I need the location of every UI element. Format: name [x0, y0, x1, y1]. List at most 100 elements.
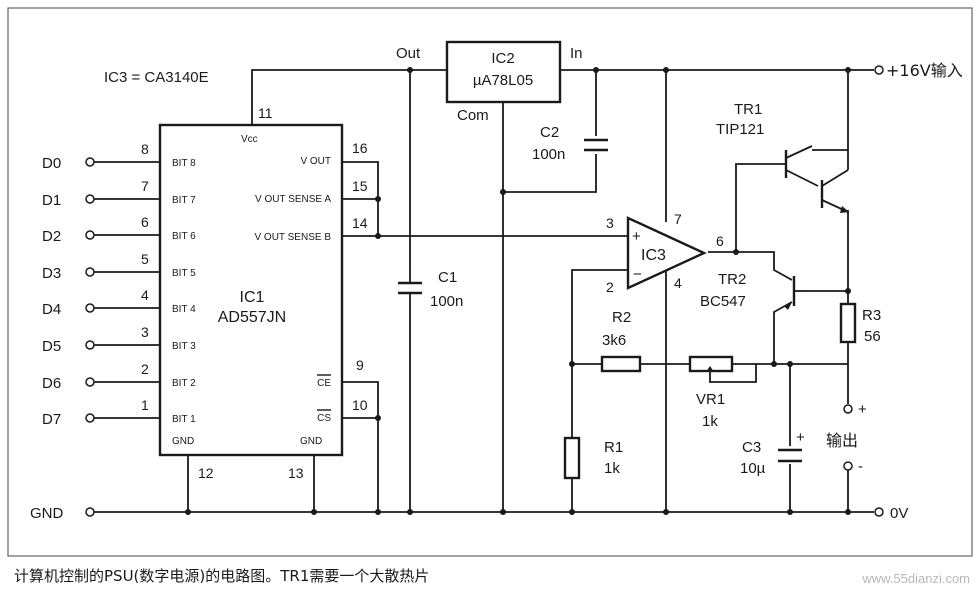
c1-value: 100n [430, 293, 463, 310]
ic1-pin-name: BIT 3 [172, 341, 196, 352]
c3-name: C3 [742, 439, 761, 456]
ic1-pin-num-15: 15 [352, 178, 368, 194]
ic1-pin-name: BIT 1 [172, 414, 196, 425]
r2-body [600, 355, 642, 373]
r2-value: 3k6 [602, 332, 626, 349]
junction [375, 233, 381, 239]
out-plus-label: + [858, 401, 867, 418]
input-terminal [85, 194, 95, 204]
wire-ic3-minus [571, 269, 628, 438]
input-terminal [85, 377, 95, 387]
ic1-pin-number: 4 [141, 287, 149, 303]
ic1-pin-num-16: 16 [352, 140, 368, 156]
junction [845, 67, 851, 73]
input-label: D2 [42, 228, 61, 245]
out-label: 输出 [826, 431, 858, 450]
input-terminal [85, 157, 95, 167]
junction [569, 361, 575, 367]
ic2-body [445, 40, 562, 104]
ic2-name: IC2 [491, 50, 514, 67]
ic3-plus-sign: + [632, 228, 641, 245]
ic3-pin-4: 4 [674, 275, 682, 291]
ic1-pin-number: 6 [141, 214, 149, 230]
ic1-gnd-label-left: GND [172, 436, 194, 447]
ic2-part: µA78L05 [473, 72, 533, 89]
r1-name: R1 [604, 439, 623, 456]
wire-pin9 [342, 381, 379, 512]
junction [771, 361, 777, 367]
ic2-regulator: IC2 µA78L05 Out In Com [396, 40, 583, 124]
ic1-part: AD557JN [218, 309, 286, 326]
c2-value: 100n [532, 146, 565, 163]
ic1-pin-name: BIT 8 [172, 158, 196, 169]
ic1-pin-number: 1 [141, 397, 149, 413]
input-terminal [85, 230, 95, 240]
junction [845, 509, 851, 515]
tr1-part: TIP121 [716, 121, 764, 138]
r2-name: R2 [612, 309, 631, 326]
junction [375, 415, 381, 421]
wire-vcc [251, 69, 447, 125]
terminal-out-plus [843, 404, 853, 414]
input-label: D7 [42, 411, 61, 428]
terminal-out-minus [843, 461, 853, 471]
r3-name: R3 [862, 307, 881, 324]
ic1-vcc-label: Vcc [241, 134, 258, 145]
wire-tr2-emitter [773, 301, 793, 364]
terminals: +16V输入 + 输出 - 0V GND [30, 61, 963, 522]
junction [663, 509, 669, 515]
ic3-pin-2: 2 [606, 279, 614, 295]
ic1-pin-number: 8 [141, 141, 149, 157]
capacitor-c2: C2 100n [532, 124, 608, 163]
junctions [185, 67, 851, 515]
r3-value: 56 [864, 328, 881, 345]
transistor-tr2: TR2 BC547 [700, 271, 806, 310]
input-label: D1 [42, 192, 61, 209]
figure-caption: 计算机控制的PSU(数字电源)的电路图。TR1需要一个大散热片 [14, 567, 430, 585]
terminal-vin [874, 65, 884, 75]
ic1-pin-number: 7 [141, 178, 149, 194]
resistor-r3: R3 56 [839, 302, 881, 345]
ic1-pin-num-14: 14 [352, 215, 368, 231]
c1-name: C1 [438, 269, 457, 286]
junction [500, 189, 506, 195]
junction [845, 288, 851, 294]
resistor-r1: R1 1k [563, 436, 623, 480]
junction [375, 196, 381, 202]
ic2-com-label: Com [457, 107, 489, 124]
ic2-in-label: In [570, 45, 583, 62]
ic1-pin-name: BIT 6 [172, 231, 196, 242]
ic1-pin-name: BIT 2 [172, 378, 196, 389]
junction [733, 249, 739, 255]
junction [500, 509, 506, 515]
ic1-gnd-label-right: GND [300, 436, 322, 447]
zero-v-label: 0V [890, 505, 908, 522]
tr1-emitter-arrow [840, 206, 849, 213]
resistor-r2: R2 3k6 [600, 309, 642, 373]
ic1-pin-name: BIT 5 [172, 268, 196, 279]
ic1-pin-name-ce: CE [317, 378, 331, 389]
ic1-body [158, 123, 344, 457]
vin-label: +16V输入 [886, 61, 963, 80]
ic3-pin-6: 6 [716, 233, 724, 249]
input-terminal [85, 267, 95, 277]
wire-vr1-wiper [709, 364, 757, 383]
diagram-frame [7, 7, 973, 557]
ic1-pin-name: BIT 7 [172, 195, 196, 206]
input-label: D3 [42, 265, 61, 282]
ic1-pin-number: 3 [141, 324, 149, 340]
ic3-equivalence-note: IC3 = CA3140E [104, 69, 209, 86]
input-label: D4 [42, 301, 61, 318]
vr1-wiper-arrow [706, 366, 714, 372]
c3-value: 10µ [740, 460, 766, 477]
c3-plus: + [796, 429, 805, 446]
tr2-emitter-arrow [784, 302, 792, 310]
ic2-out-label: Out [396, 45, 421, 62]
junction [375, 509, 381, 515]
ic1-pin-num-11: 11 [258, 105, 273, 121]
ic1-pin-name-cs: CS [317, 413, 331, 424]
junction [185, 509, 191, 515]
